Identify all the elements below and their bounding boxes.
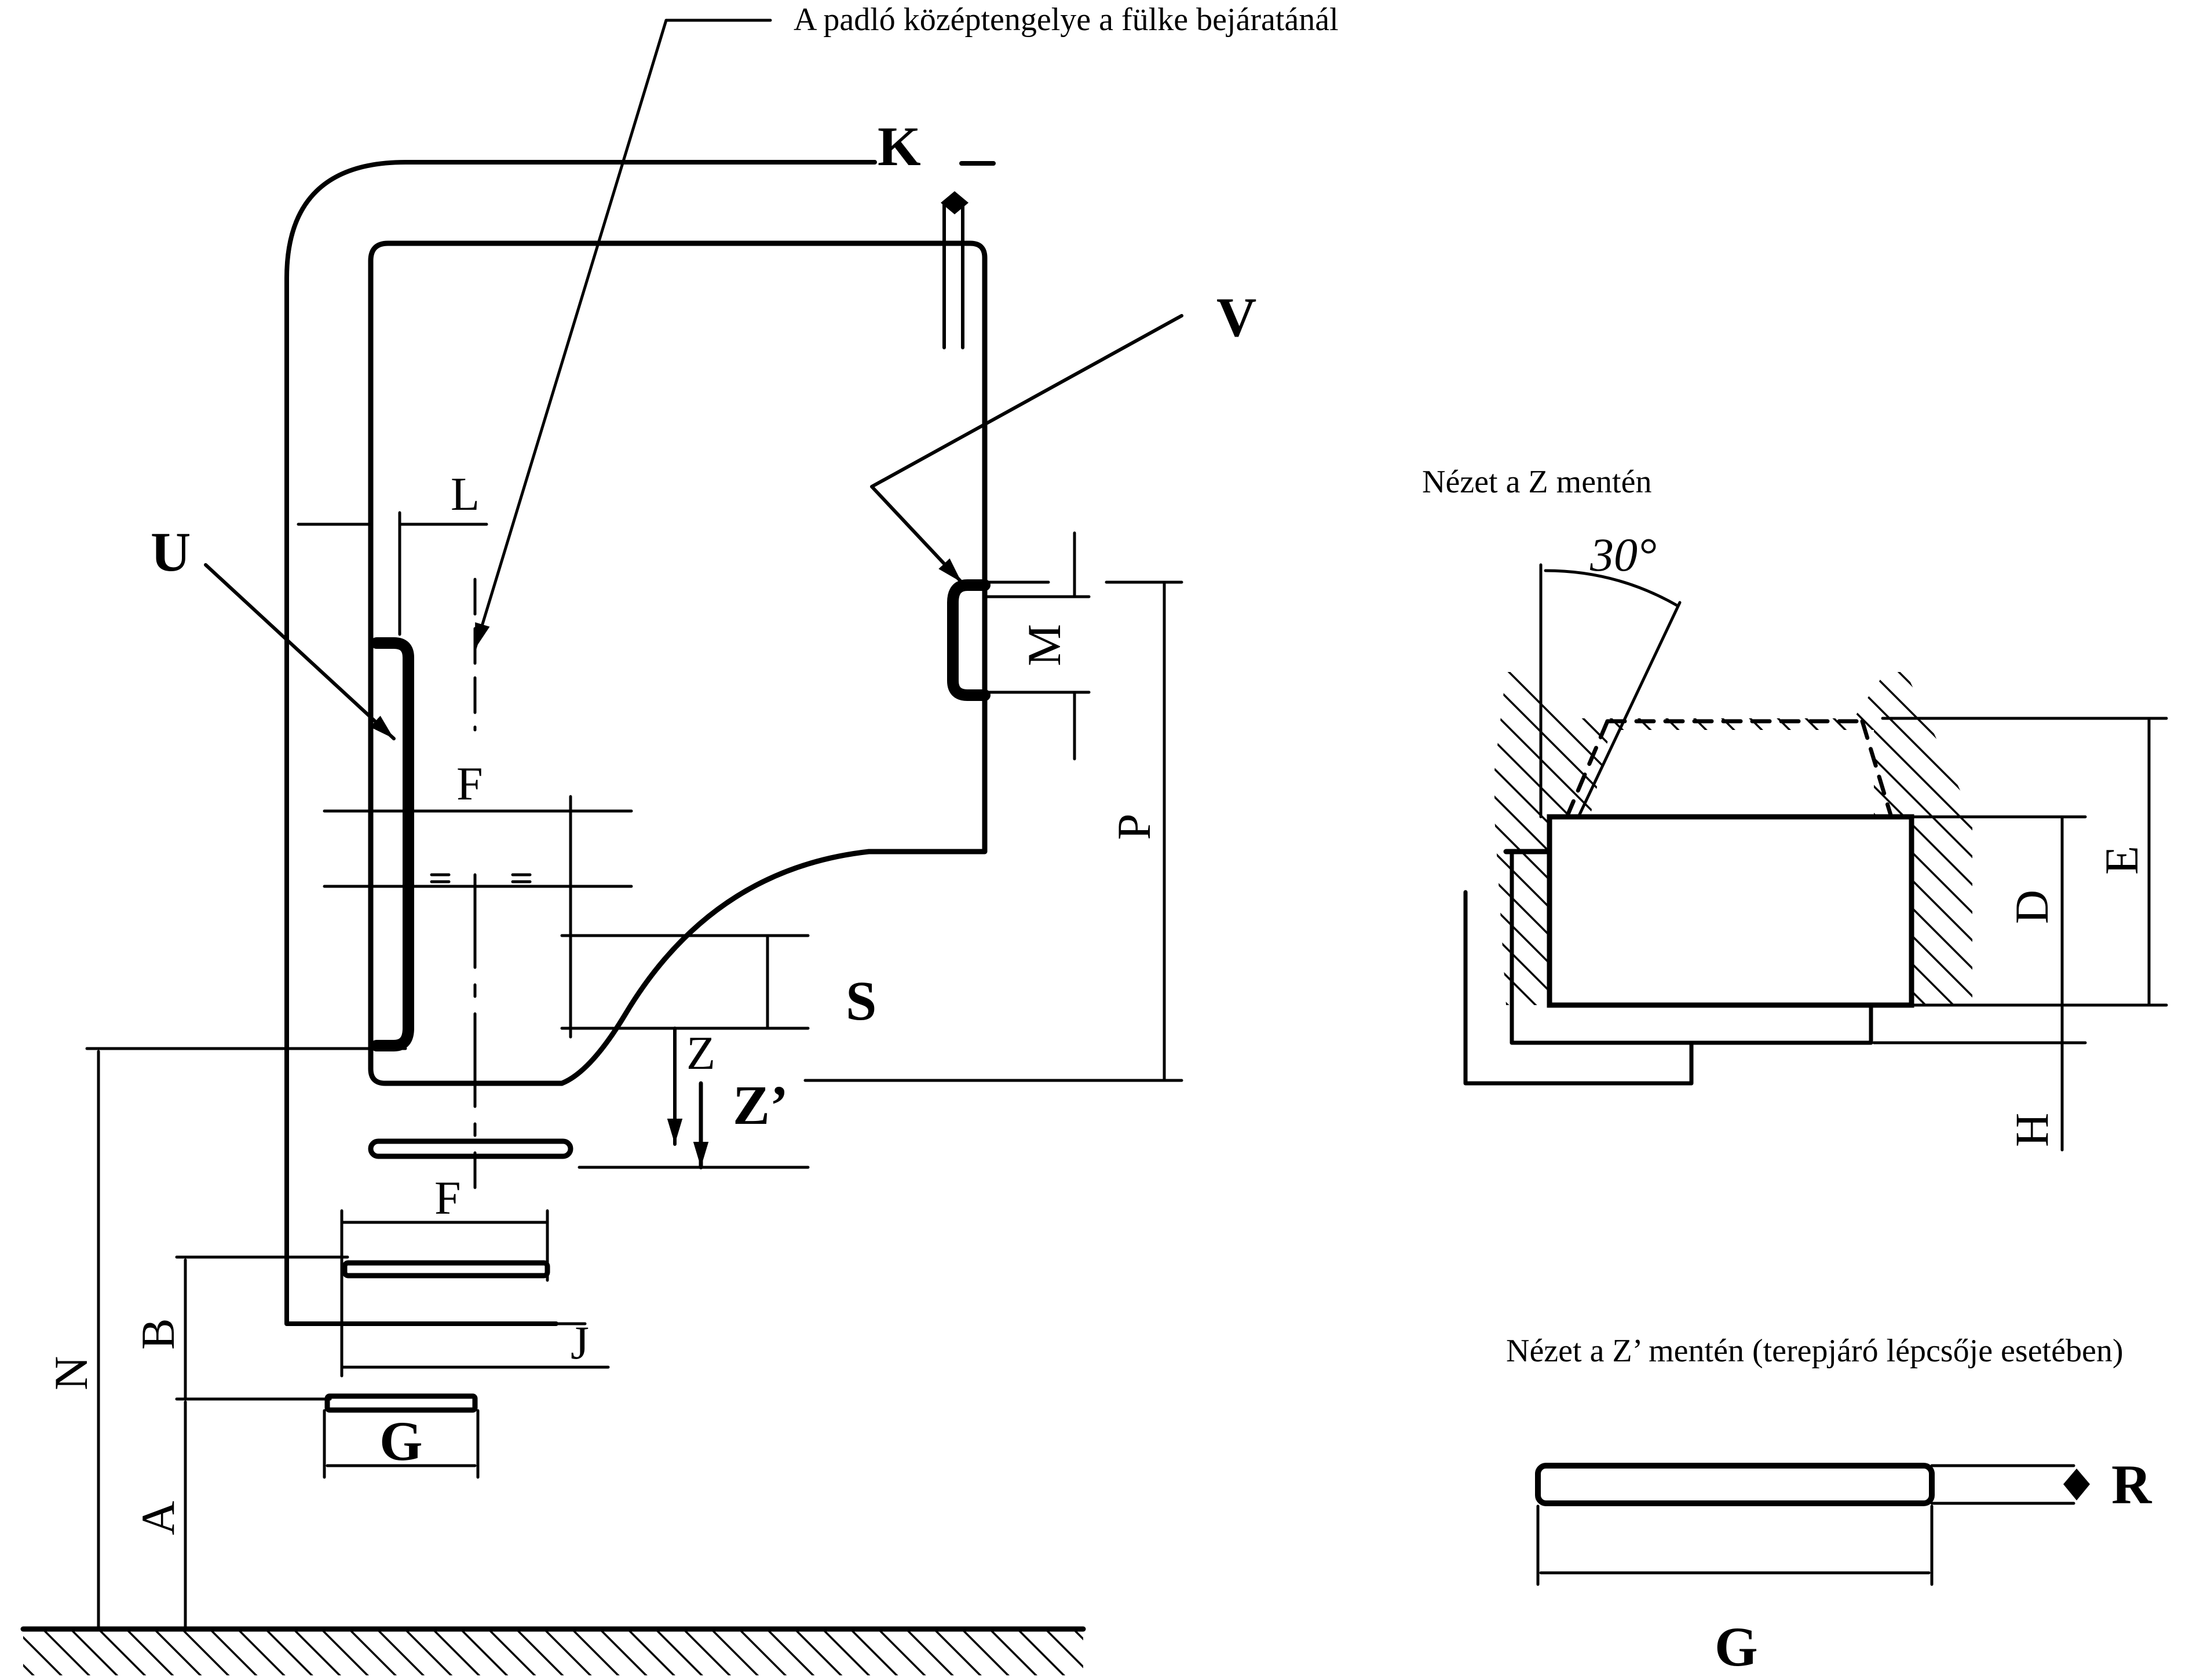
label-r: R	[2111, 1453, 2153, 1515]
door-opening-contour	[368, 240, 988, 1086]
label-d: D	[2005, 890, 2058, 924]
label-h: H	[2005, 1113, 2058, 1147]
label-angle: 30°	[1589, 528, 1657, 581]
label-f-upper: F	[456, 757, 483, 810]
label-v: V	[1216, 286, 1256, 348]
main-view: K V M P A padló középtengelye a fülke be…	[20, 2, 1339, 1675]
v-leader	[870, 314, 1183, 584]
view-z-prime: Nézet a Z’ mentén (terepjáró lépcsője es…	[1506, 1333, 2153, 1678]
label-g1: G	[379, 1410, 423, 1472]
handhold-v	[947, 579, 991, 701]
step-middle	[342, 1260, 550, 1279]
step-lower	[368, 1138, 573, 1159]
cab-outer-contour	[284, 160, 877, 1326]
label-l: L	[451, 468, 480, 520]
r-diamond	[2063, 1469, 2090, 1500]
view-z: Nézet a Z mentén 30° E D H	[1422, 464, 2168, 1152]
label-z-prime: Z’	[733, 1074, 788, 1136]
label-s: S	[846, 970, 876, 1032]
note-floor-axis: A padló középtengelye a fülke bejáratáná…	[794, 2, 1339, 38]
angle-arc	[1544, 569, 1679, 607]
view-z-prime-step	[1535, 1463, 1935, 1506]
label-e: E	[2095, 846, 2148, 875]
label-a: A	[131, 1501, 184, 1535]
label-p: P	[1108, 813, 1160, 840]
label-j: J	[571, 1316, 589, 1369]
label-z: Z	[686, 1027, 715, 1079]
label-u: U	[151, 521, 191, 583]
view-z-step	[1547, 814, 1914, 1008]
view-z-foot-outline	[1463, 890, 1694, 1086]
label-g2: G	[1715, 1616, 1758, 1678]
label-b: B	[131, 1318, 184, 1350]
title-view-z: Nézet a Z mentén	[1422, 464, 1651, 500]
label-f-lower: F	[434, 1171, 461, 1224]
view-z-dashed-left	[1565, 719, 1610, 819]
floor-axis-leader	[473, 19, 772, 651]
ground-hatch	[23, 1629, 1083, 1675]
label-k: K	[878, 115, 921, 177]
step-upper	[324, 1393, 478, 1413]
angle-ref-slant	[1577, 601, 1682, 819]
handhold-u	[371, 637, 414, 1051]
label-m: M	[1018, 624, 1070, 666]
u-leader	[204, 563, 396, 740]
k-diamond	[941, 191, 969, 214]
title-view-z-prime: Nézet a Z’ mentén (terepjáró lépcsője es…	[1506, 1333, 2123, 1369]
label-n: N	[45, 1356, 97, 1390]
view-z-dashed-right	[1860, 719, 1894, 819]
